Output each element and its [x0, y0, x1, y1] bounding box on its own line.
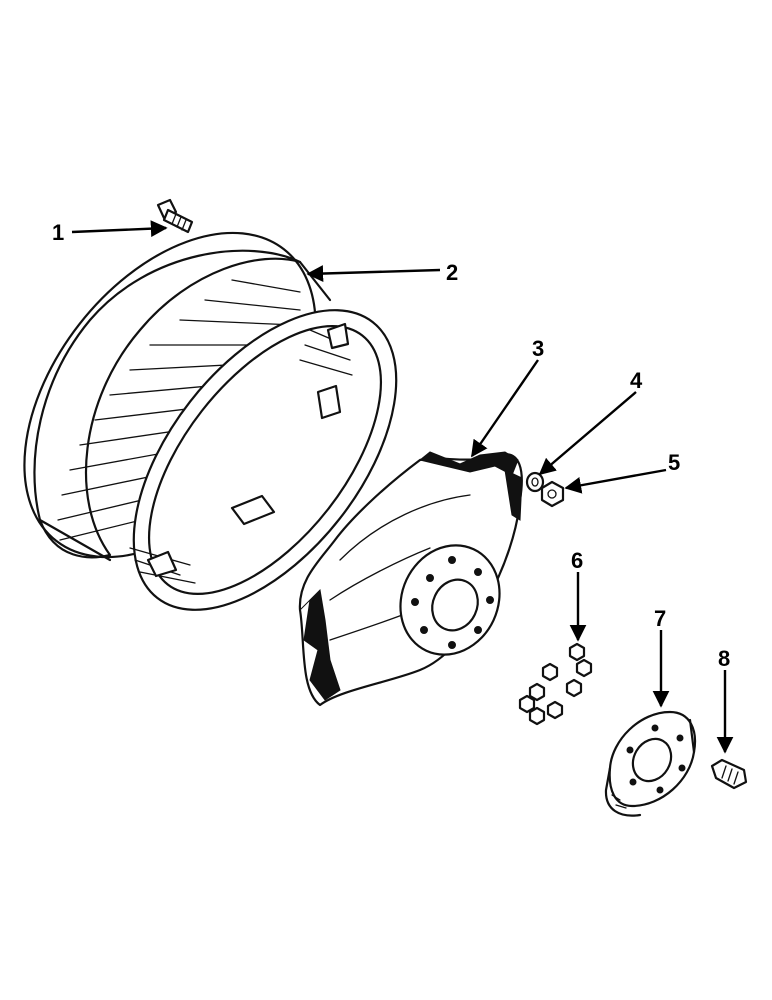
wheel-disc: [298, 451, 523, 707]
callout-4: 4: [630, 368, 643, 393]
bolt-part-1: [156, 198, 194, 234]
callout-labels: 1 2 3 4 5 6 7 8: [52, 220, 730, 671]
hub-part-7: [604, 710, 697, 817]
lug-nuts-part-6: [518, 642, 593, 726]
callout-3: 3: [532, 336, 544, 361]
callout-8: 8: [718, 646, 730, 671]
callout-1: 1: [52, 220, 64, 245]
stud-part-8: [710, 758, 748, 790]
nut-part-5: [540, 480, 565, 508]
washer-part-4: [525, 471, 545, 493]
callout-5: 5: [668, 450, 680, 475]
wheel-rim: [23, 231, 398, 611]
leader-lines: [71, 220, 734, 754]
callout-2: 2: [446, 260, 458, 285]
callout-6: 6: [571, 548, 583, 573]
callout-7: 7: [654, 606, 666, 631]
